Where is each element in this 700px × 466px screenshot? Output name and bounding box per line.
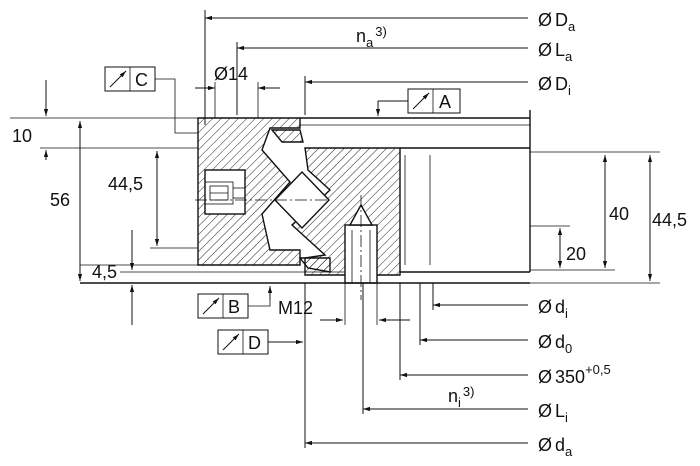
left-vertical-dimensions [10, 80, 345, 325]
frame-a-letter: A [439, 92, 451, 112]
label-d14: Ø14 [214, 64, 248, 84]
outer-ring [197, 117, 301, 266]
tolerance-frame-b [197, 286, 273, 319]
m12-dimension [320, 283, 410, 325]
label-li: Ø [538, 401, 552, 421]
label-d350: Ø [538, 367, 552, 387]
dim-20: 20 [566, 244, 586, 264]
label-di-outer: Ø [538, 74, 552, 94]
label-d0: Ø [538, 332, 552, 352]
label-na: na3) [356, 24, 387, 50]
dim-40: 40 [609, 204, 629, 224]
tolerance-frame-c [104, 66, 198, 134]
dim-44-5-right: 44,5 [652, 210, 687, 230]
label-di-inner: Ø [538, 297, 552, 317]
frame-b-letter: B [228, 297, 240, 317]
label-la: Ø [538, 40, 552, 60]
dim-4-5: 4,5 [92, 262, 117, 282]
label-da-outer: Ø [538, 10, 552, 30]
svg-text:ØLi: ØLi [538, 401, 568, 425]
svg-text:ØLa: ØLa [538, 40, 573, 64]
frame-d-letter: D [248, 333, 261, 353]
dim-44-5-left: 44,5 [108, 174, 143, 194]
svg-text:ØDa: ØDa [538, 10, 576, 34]
svg-text:Ød0: Ød0 [538, 332, 572, 356]
dim-10: 10 [12, 126, 32, 146]
tolerance-frame-a [375, 88, 461, 116]
svg-text:Øda: Øda [538, 435, 573, 459]
dim-56: 56 [50, 190, 70, 210]
label-da-inner: Ø [538, 435, 552, 455]
tolerance-frame-d [217, 329, 303, 355]
svg-text:ØDi: ØDi [538, 74, 571, 98]
d14-dimension [195, 82, 280, 118]
right-vertical-dimensions [530, 151, 660, 284]
right-dimension-lines [204, 10, 528, 448]
label-m12: M12 [278, 298, 313, 318]
inner-ring [290, 147, 401, 284]
frame-c-letter: C [135, 70, 148, 90]
svg-text:Ødi: Ødi [538, 297, 568, 321]
label-ni: ni3) [448, 384, 474, 410]
